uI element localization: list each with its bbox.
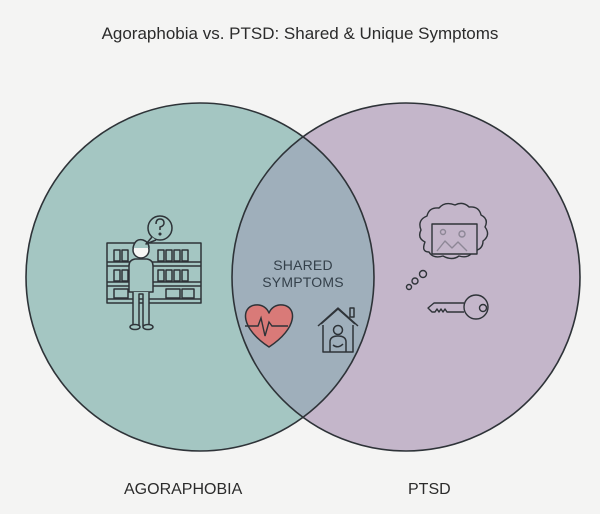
shared-symptoms-label: SHARED SYMPTOMS bbox=[262, 257, 344, 290]
person-at-home-icon bbox=[317, 307, 359, 353]
intersection-region bbox=[232, 103, 374, 451]
agoraphobia-label: AGORAPHOBIA bbox=[124, 481, 243, 498]
heart-pulse-icon bbox=[244, 304, 294, 348]
ptsd-label: PTSD bbox=[408, 481, 451, 498]
key-icon bbox=[427, 294, 489, 320]
diagram-title: Agoraphobia vs. PTSD: Shared & Unique Sy… bbox=[101, 24, 499, 43]
thought-bubble-memory-icon bbox=[405, 202, 489, 291]
person-in-store-confused-icon bbox=[106, 215, 202, 331]
